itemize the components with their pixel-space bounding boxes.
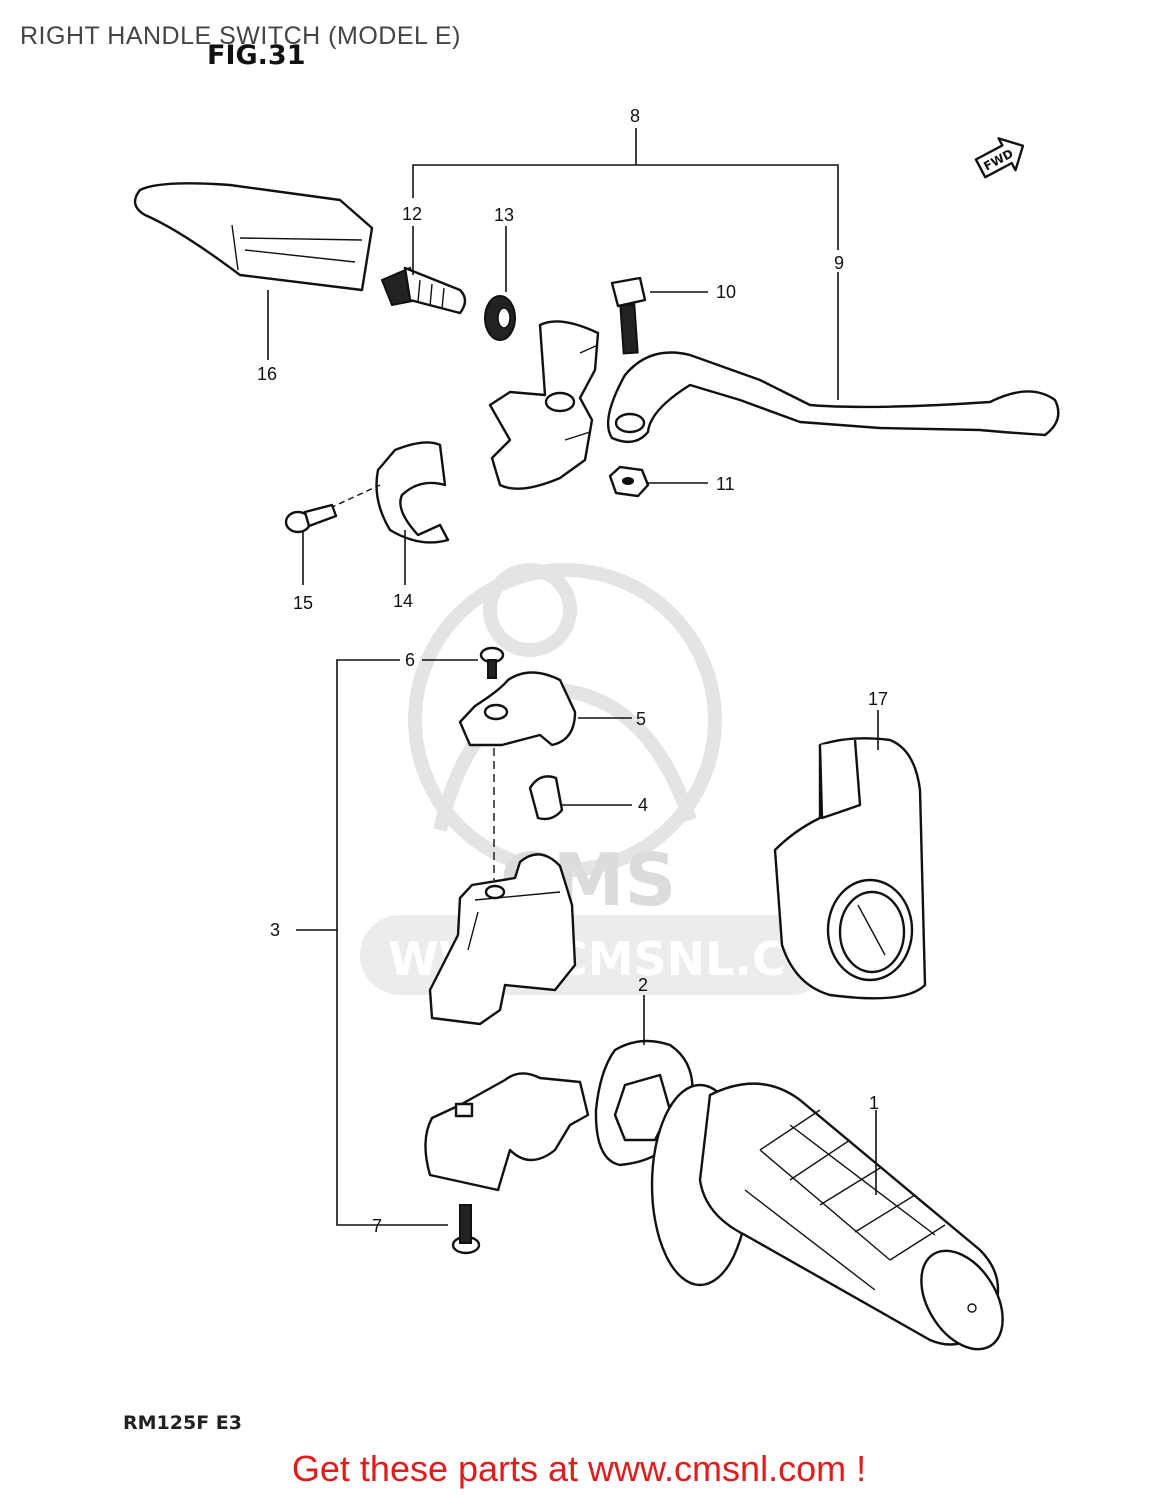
part-1-throttle-grip xyxy=(650,1082,1004,1351)
part-3-switch-housing-upper xyxy=(428,853,577,1026)
part-10-pivot-bolt xyxy=(610,276,647,355)
part-7-screw xyxy=(451,1204,481,1255)
part-9-lever-holder xyxy=(488,320,600,490)
part-6-screw xyxy=(479,646,505,679)
part-3-switch-housing-lower xyxy=(424,1072,590,1192)
callout-9: 9 xyxy=(834,253,844,273)
footer-link[interactable]: Get these parts at www.cmsnl.com ! xyxy=(291,1448,867,1489)
part-15-screw xyxy=(284,503,338,534)
part-11-nut xyxy=(608,465,650,498)
figure-label: FIG.31 xyxy=(207,40,306,71)
callout-3: 3 xyxy=(270,920,280,940)
callout-8: 8 xyxy=(630,106,640,126)
part-17-throttle-housing xyxy=(773,737,927,1000)
callout-5: 5 xyxy=(636,709,646,729)
callout-10: 10 xyxy=(716,282,736,302)
callout-6: 6 xyxy=(405,650,415,670)
part-16-lever-boot xyxy=(133,182,374,292)
callout-1: 1 xyxy=(869,1093,879,1113)
callout-14: 14 xyxy=(393,591,413,611)
callout-15: 15 xyxy=(293,593,313,613)
callout-13: 13 xyxy=(494,205,514,225)
page-title: RIGHT HANDLE SWITCH (MODEL E) xyxy=(20,22,461,50)
part-9-clutch-lever xyxy=(606,351,1060,444)
fwd-arrow-icon: FWD xyxy=(974,137,1025,179)
callout-4: 4 xyxy=(638,795,648,815)
model-code: RM125F E3 xyxy=(123,1412,242,1434)
part-14-clamp xyxy=(375,441,450,544)
callout-7: 7 xyxy=(372,1216,382,1236)
callout-2: 2 xyxy=(638,975,648,995)
part-12-adjuster xyxy=(380,266,467,315)
callout-12: 12 xyxy=(402,204,422,224)
callout-11: 11 xyxy=(716,474,735,494)
part-5-switch-cover xyxy=(458,671,577,747)
part-4-switch-knob xyxy=(528,775,564,821)
callout-16: 16 xyxy=(257,364,277,384)
callout-17: 17 xyxy=(868,689,888,709)
part-13-locknut xyxy=(484,295,516,341)
